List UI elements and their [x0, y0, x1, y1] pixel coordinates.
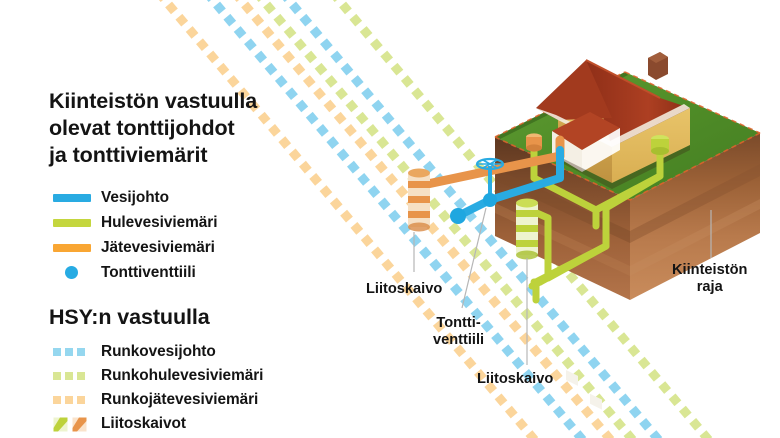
legend-item-vesijohto: Vesijohto	[49, 185, 319, 210]
callout-liitoskaivo-orange-line-1: Liitoskaivo	[366, 281, 443, 297]
manhole-green-icon	[53, 417, 68, 432]
callout-kiinteiston-raja-line-2: raja	[696, 278, 723, 295]
legend-label-liitoskaivot: Liitoskaivot	[101, 415, 186, 433]
legend-label-hulevesiviemari: Hulevesiviemäri	[101, 213, 218, 231]
tonttiventtiili-dot	[450, 208, 466, 224]
legend-item-jatevesiviemari: Jätevesiviemäri	[49, 235, 319, 260]
house-wall-left	[558, 120, 612, 183]
callout-kiinteiston-raja-line-1: Kiinteistön	[672, 262, 748, 278]
legend-primary-title-line-3: ja tonttiviemärit	[49, 143, 208, 168]
dot-icon	[65, 266, 78, 280]
leader-tonttiventtiili	[461, 207, 487, 309]
callout-liitoskaivo-orange: Liitoskaivo	[366, 281, 442, 298]
tonttiventtiili-dot	[483, 193, 497, 207]
legend-secondary-items: Runkovesijohto Runkohulevesiviemäri Runk…	[49, 340, 319, 436]
callout-tonttiventtiili-line-1: Tontti-	[436, 315, 481, 331]
legend-swatch-vesijohto	[49, 193, 101, 202]
legend-item-tonttiventtiili: Tonttiventtiili	[49, 260, 319, 285]
legend-item-hulevesiviemari: Hulevesiviemäri	[49, 210, 319, 235]
legend-label-jatevesiviemari: Jätevesiviemäri	[101, 238, 215, 256]
dashed-bar-icon	[53, 396, 85, 405]
callout-liitoskaivo-green: Liitoskaivo	[477, 371, 553, 388]
legend-label-runkojatevesiviemari: Runkojätevesiviemäri	[101, 391, 259, 409]
callout-tonttiventtiili: Tontti- venttiili	[433, 315, 484, 349]
legend-primary-title: Kiinteistön vastuulla olevat tonttijohdo…	[49, 88, 319, 169]
valve-wheel-icon	[475, 157, 505, 171]
legend-primary-title-line-1: Kiinteistön vastuulla	[49, 89, 258, 113]
legend-item-runkojatevesiviemari: Runkojätevesiviemäri	[49, 388, 319, 412]
legend-label-runkovesijohto: Runkovesijohto	[101, 343, 216, 361]
callout-tonttiventtiili-line-2: venttiili	[433, 331, 485, 348]
legend-item-runkovesijohto: Runkovesijohto	[49, 340, 319, 364]
legend-label-runkohulevesiviemari: Runkohulevesiviemäri	[101, 367, 264, 385]
house	[536, 52, 690, 410]
legend-item-runkohulevesiviemari: Runkohulevesiviemäri	[49, 364, 319, 388]
callout-kiinteiston-raja: Kiinteistön raja	[672, 262, 747, 296]
legend-swatch-liitoskaivot	[49, 417, 101, 432]
legend-secondary-title: HSY:n vastuulla	[49, 305, 210, 330]
solid-bar-icon	[53, 243, 91, 252]
legend-label-tonttiventtiili: Tonttiventtiili	[101, 263, 196, 281]
liitoskaivo-green	[516, 198, 538, 260]
manhole-pair-icon	[53, 417, 87, 432]
house-wall-right	[612, 108, 690, 183]
legend-item-liitoskaivot: Liitoskaivot	[49, 412, 319, 436]
dashed-bar-icon	[53, 348, 85, 357]
legend-primary-title-line-2: olevat tonttijohdot	[49, 116, 235, 141]
solid-bar-icon	[53, 193, 91, 202]
legend-swatch-runkojatevesiviemari	[49, 396, 101, 405]
legend-primary-items: Vesijohto Hulevesiviemäri Jätevesiviemär…	[49, 185, 319, 285]
liitoskaivo-orange	[408, 168, 430, 232]
house-roof-right	[586, 60, 690, 147]
solid-bar-icon	[53, 218, 91, 227]
legend-swatch-tonttiventtiili	[49, 266, 101, 280]
legend: Kiinteistön vastuulla olevat tonttijohdo…	[49, 88, 319, 436]
legend-label-vesijohto: Vesijohto	[101, 188, 169, 206]
legend-swatch-runkohulevesiviemari	[49, 372, 101, 381]
grass-surface	[495, 72, 760, 200]
legend-swatch-runkovesijohto	[49, 348, 101, 357]
manhole-orange-icon	[72, 417, 87, 432]
pipe-stormwater-lateral	[526, 206, 610, 282]
callout-liitoskaivo-green-line-1: Liitoskaivo	[477, 371, 554, 387]
plot-green-riser	[651, 135, 669, 155]
plot-orange-riser	[526, 133, 542, 152]
legend-swatch-jatevesiviemari	[49, 243, 101, 252]
pipe-sewage	[413, 135, 565, 191]
pipe-stormwater	[528, 134, 664, 304]
soil-face-left	[495, 137, 630, 300]
pipe-water	[450, 146, 564, 224]
legend-swatch-hulevesiviemari	[49, 218, 101, 227]
house-roof-left	[536, 60, 612, 120]
dashed-bar-icon	[53, 372, 85, 381]
